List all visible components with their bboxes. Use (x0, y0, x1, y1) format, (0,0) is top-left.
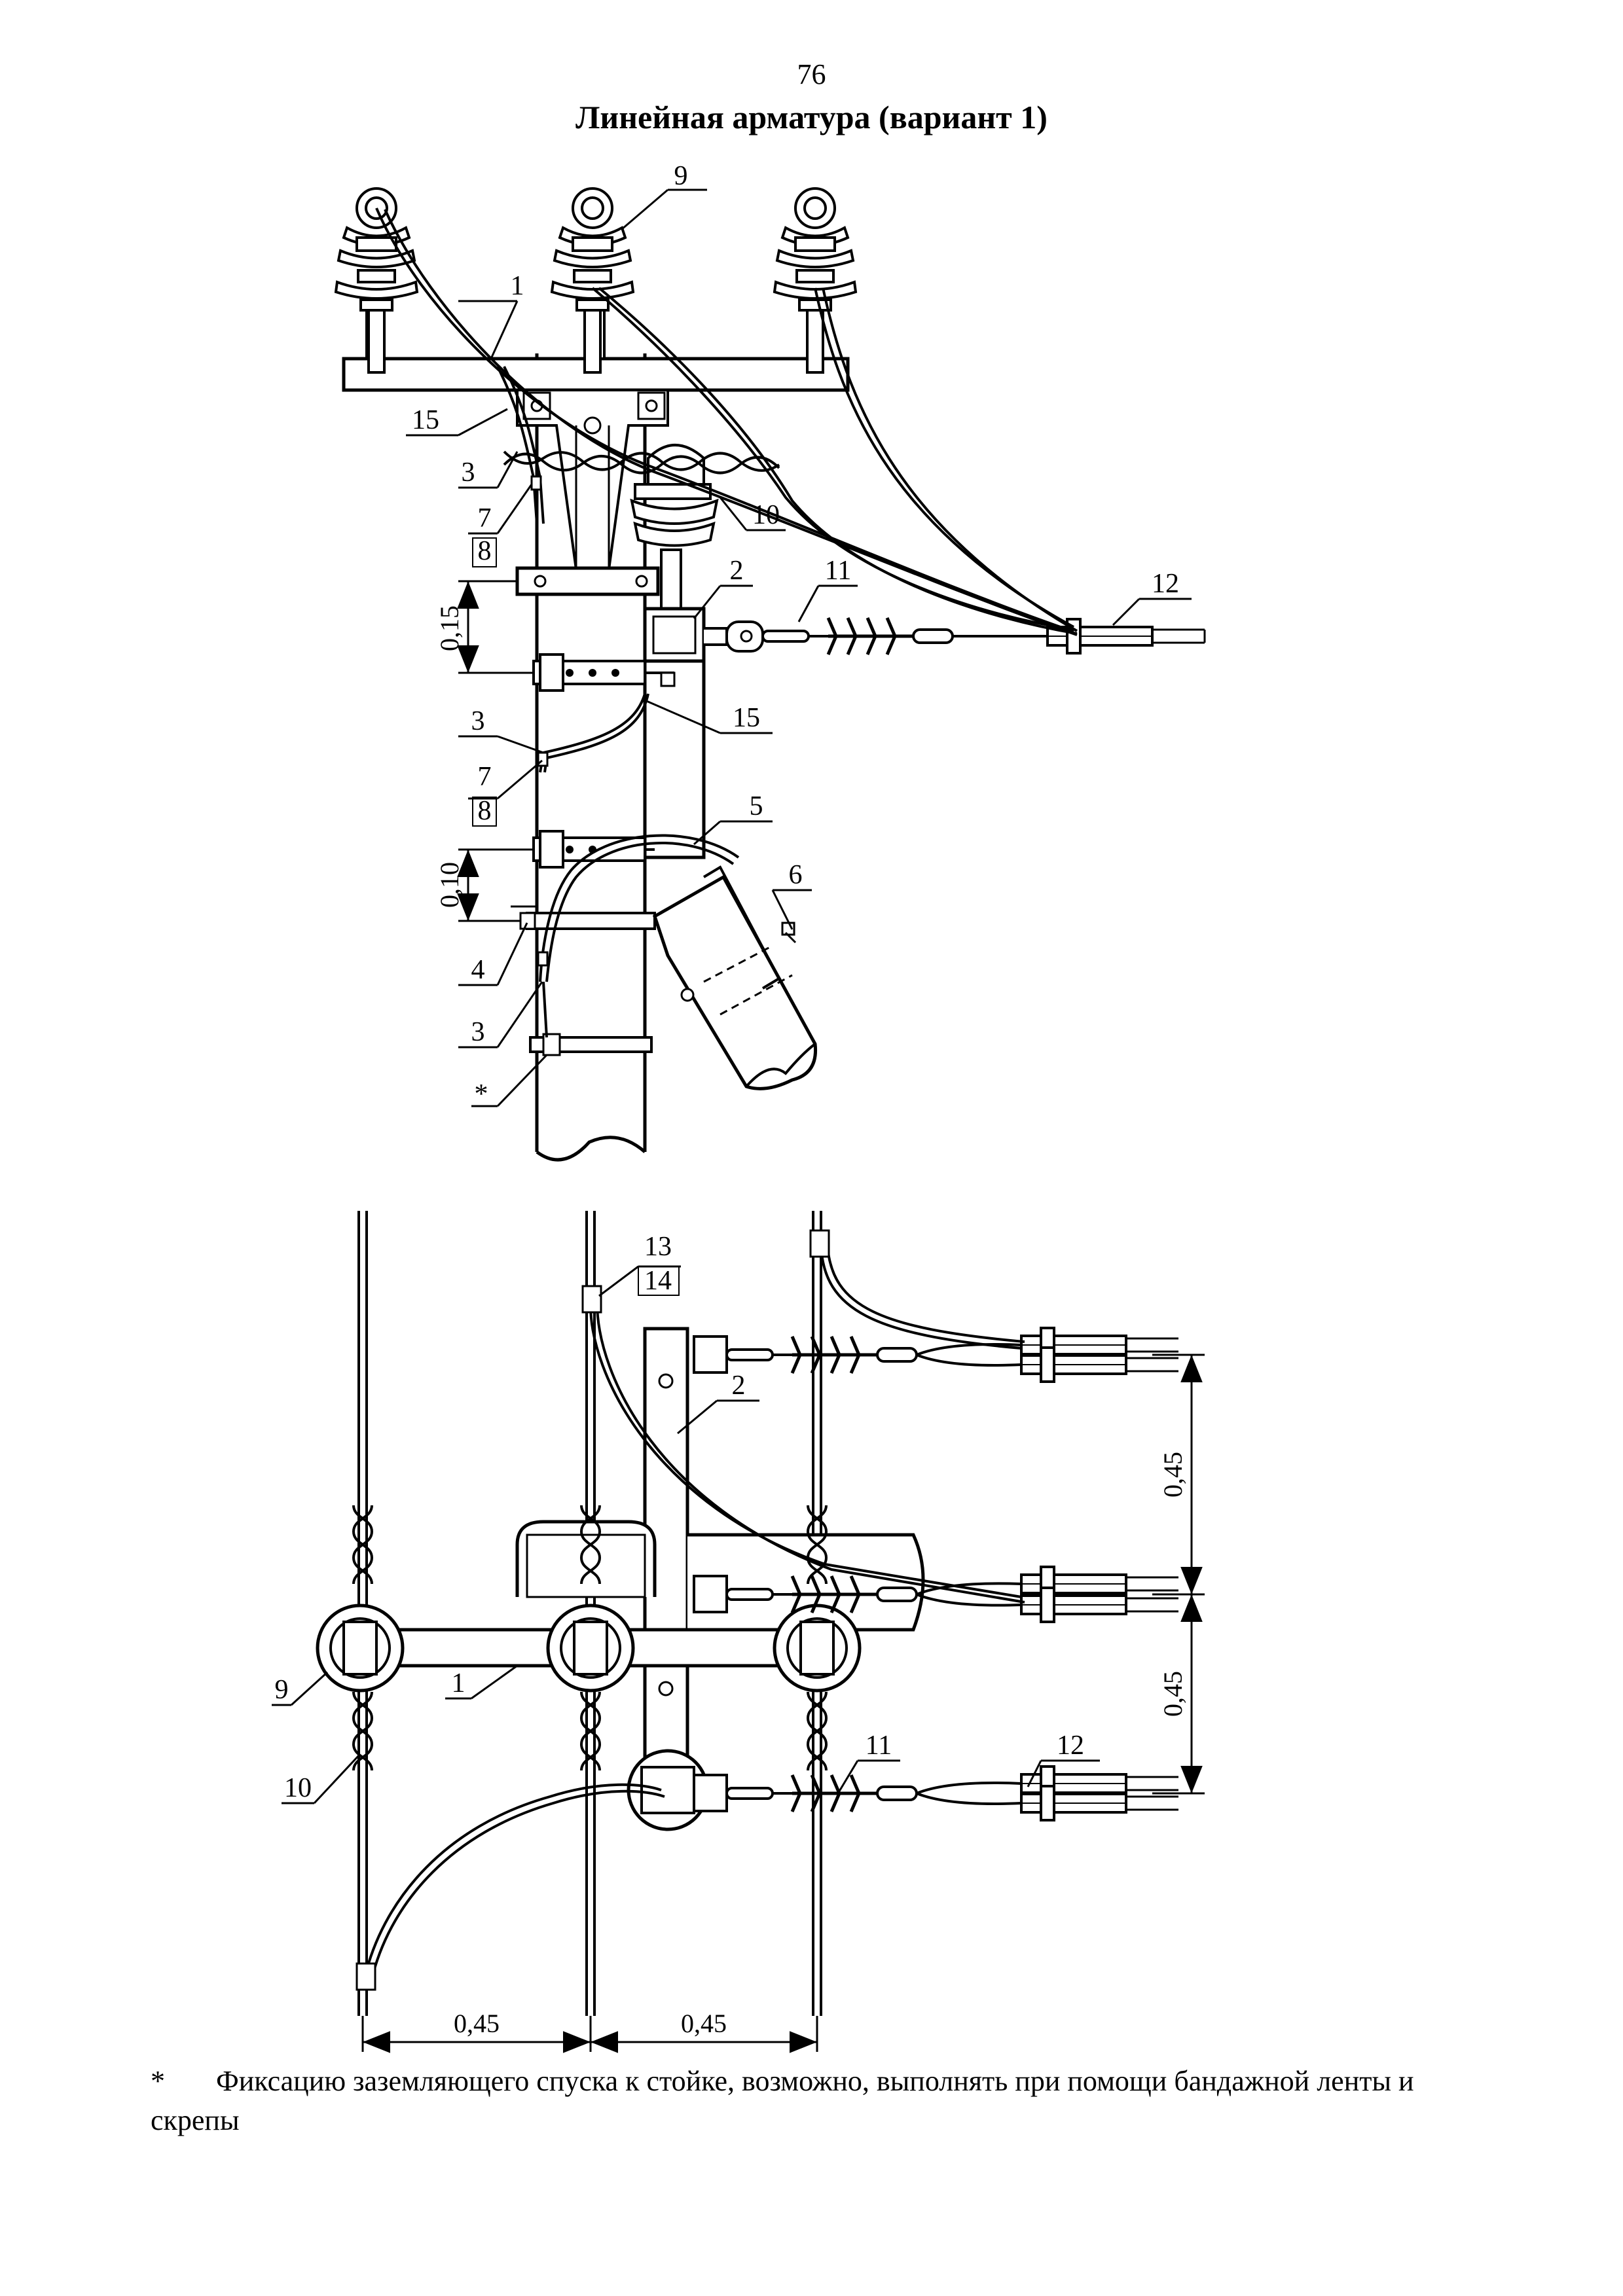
callout-13: 13 (644, 1232, 672, 1262)
footnote-text: Фиксацию заземляющего спуска к стойке, в… (151, 2065, 1414, 2136)
callout-10: 10 (752, 500, 780, 530)
callout-15b: 15 (733, 703, 760, 733)
callout-5: 5 (750, 791, 763, 821)
callout-8b: 8 (478, 796, 492, 826)
callout-10-plan: 10 (284, 1773, 312, 1803)
callout-7b: 7 (478, 762, 492, 792)
callout-11-plan: 11 (866, 1731, 892, 1761)
dim-045-right-lower: 0,45 (1158, 1671, 1188, 1717)
dim-010-label: 0,10 (435, 862, 464, 908)
callout-11: 11 (825, 556, 851, 586)
plan-view: 0,45 0,45 0,45 0,45 13 14 2 9 1 10 11 12 (272, 1211, 1205, 2053)
callout-12-plan: 12 (1057, 1731, 1084, 1761)
callout-2: 2 (730, 556, 744, 586)
elevation-view: 0,15 0,10 1 9 15 3 7 8 10 2 11 12 (335, 161, 1206, 1162)
callout-4: 4 (471, 955, 485, 985)
callout-1: 1 (511, 271, 524, 301)
callout-9: 9 (674, 161, 688, 191)
callout-asterisk: * (475, 1079, 488, 1109)
callout-15: 15 (412, 405, 439, 435)
callout-9-plan: 9 (275, 1675, 289, 1705)
callout-1-plan: 1 (452, 1668, 465, 1698)
callout-7: 7 (478, 503, 492, 533)
dim-045-bottom-left: 0,45 (454, 2009, 500, 2038)
dim-015-label: 0,15 (435, 605, 464, 651)
footnote-mark: * (151, 2065, 165, 2097)
callout-8: 8 (478, 536, 492, 566)
callout-3: 3 (462, 457, 475, 488)
callout-6: 6 (789, 860, 803, 890)
callout-3b: 3 (471, 706, 485, 736)
callout-3c: 3 (471, 1017, 485, 1047)
callout-2-plan: 2 (732, 1371, 746, 1401)
page-title: Линейная арматура (вариант 1) (575, 99, 1048, 135)
dim-045-bottom-right: 0,45 (681, 2009, 727, 2038)
callout-12: 12 (1152, 569, 1179, 599)
callout-14: 14 (644, 1266, 672, 1296)
dim-045-right-upper: 0,45 (1158, 1452, 1188, 1498)
footnote: *Фиксацию заземляющего спуска к стойке, … (151, 2062, 1460, 2140)
page-number: 76 (797, 58, 826, 90)
